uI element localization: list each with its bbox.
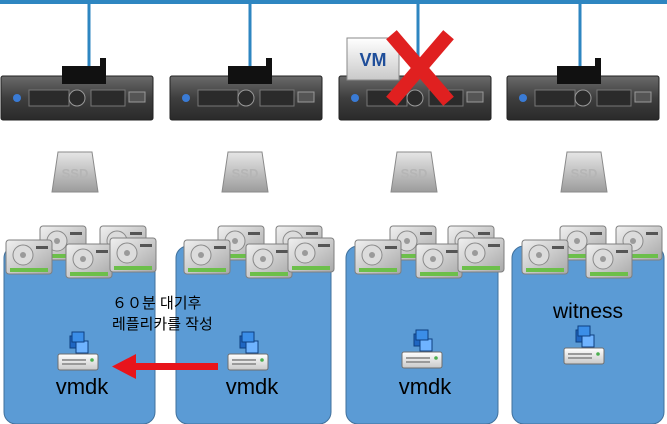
nic-4 <box>557 58 601 84</box>
hard-disk-icon <box>457 237 505 273</box>
hdd-group-1 <box>5 225 157 279</box>
network-adapter-icon <box>62 66 100 84</box>
vm-box-icon <box>346 37 400 81</box>
nic-1 <box>62 58 106 84</box>
ssd-label: SSD <box>232 166 259 181</box>
hard-disk-icon <box>415 243 463 279</box>
hard-disk-icon <box>585 243 633 279</box>
ssd-4: SSD <box>560 151 608 193</box>
hard-disk-icon <box>354 239 402 275</box>
hard-disk-icon <box>245 243 293 279</box>
hard-disk-icon <box>521 239 569 275</box>
server-1 <box>0 75 154 121</box>
nic-2 <box>228 58 272 84</box>
hard-disk-icon <box>287 237 335 273</box>
vmdk-label-2: vmdk <box>226 374 280 399</box>
red-x-icon <box>386 30 454 106</box>
ssd-label: SSD <box>571 166 598 181</box>
ssd-2: SSD <box>221 151 269 193</box>
hard-disk-icon <box>183 239 231 275</box>
ssd-label: SSD <box>62 166 89 181</box>
vmdk-label-3: vmdk <box>399 374 453 399</box>
vm-badge-label: VM <box>360 50 387 70</box>
vmdk-label-1: vmdk <box>56 374 110 399</box>
witness-label: witness <box>552 300 623 323</box>
vm-badge: VM <box>346 37 400 81</box>
hard-disk-icon <box>5 239 53 275</box>
ssd-icon <box>221 151 269 193</box>
ssd-icon <box>560 151 608 193</box>
ssd-3: SSD <box>390 151 438 193</box>
hdd-group-2 <box>183 225 335 279</box>
ssd-1: SSD <box>51 151 99 193</box>
ssd-icon <box>51 151 99 193</box>
network-lines <box>0 0 667 66</box>
annotation-line-2: 레플리카를 작성 <box>112 316 213 333</box>
red-arrow-icon <box>112 354 218 379</box>
ssd-icon <box>390 151 438 193</box>
hard-disk-icon <box>65 243 113 279</box>
network-adapter-icon <box>228 66 266 84</box>
annotation-line-1: ６０분 대기후 <box>112 295 202 312</box>
server-4 <box>506 75 660 121</box>
ssd-label: SSD <box>401 166 428 181</box>
network-adapter-icon <box>557 66 595 84</box>
hard-disk-icon <box>109 237 157 273</box>
hdd-group-3 <box>354 225 505 279</box>
